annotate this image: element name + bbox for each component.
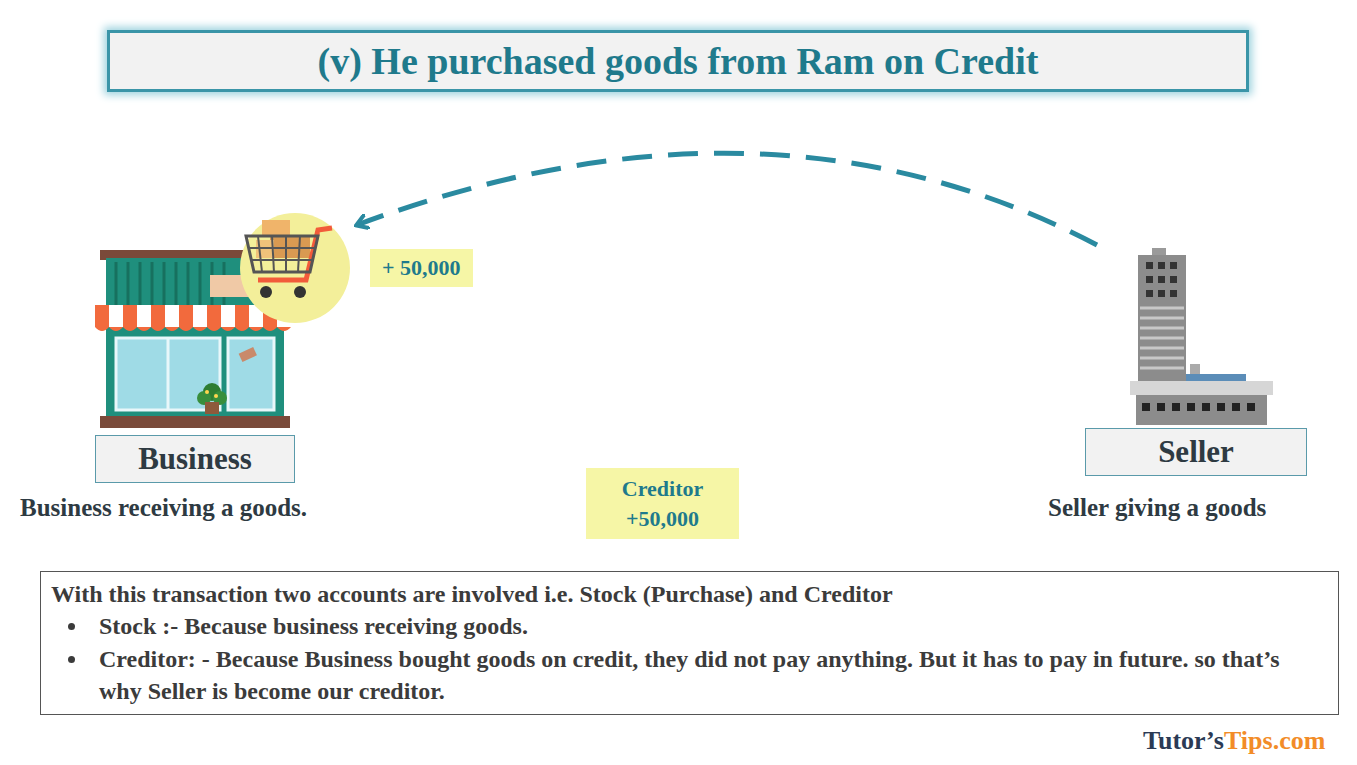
amount-text: + 50,000 bbox=[382, 255, 461, 281]
watermark: Tutor’s bbox=[1143, 726, 1224, 756]
cart-icon bbox=[240, 213, 350, 323]
watermark: Tips.com bbox=[1224, 726, 1325, 756]
amount-text: Creditor +50,000 bbox=[598, 474, 727, 533]
business-node: Business bbox=[95, 215, 357, 483]
bullet-list: Stock :- Because business receiving good… bbox=[51, 610, 1328, 707]
name-tag: Seller bbox=[1085, 428, 1307, 476]
name-tag: Business bbox=[95, 435, 295, 483]
creditor-box: Creditor +50,000 bbox=[586, 468, 739, 539]
title-box: (v) He purchased goods from Ram on Credi… bbox=[107, 30, 1249, 92]
bullet-text: Creditor: - Because Business bought good… bbox=[89, 643, 1328, 708]
amount-box: + 50,000 bbox=[370, 249, 473, 287]
building-illustration bbox=[1130, 248, 1273, 425]
caption-label: Business receiving a goods. bbox=[20, 494, 307, 522]
bullet-text: Stock :- Because business receiving good… bbox=[89, 610, 1328, 642]
explanation-box: With this transaction two accounts are i… bbox=[40, 571, 1339, 715]
explain-heading: With this transaction two accounts are i… bbox=[51, 578, 1328, 610]
caption-label: Seller giving a goods bbox=[1048, 494, 1266, 522]
seller-node: Seller bbox=[1085, 245, 1307, 476]
dashed-arrow bbox=[357, 153, 1097, 245]
